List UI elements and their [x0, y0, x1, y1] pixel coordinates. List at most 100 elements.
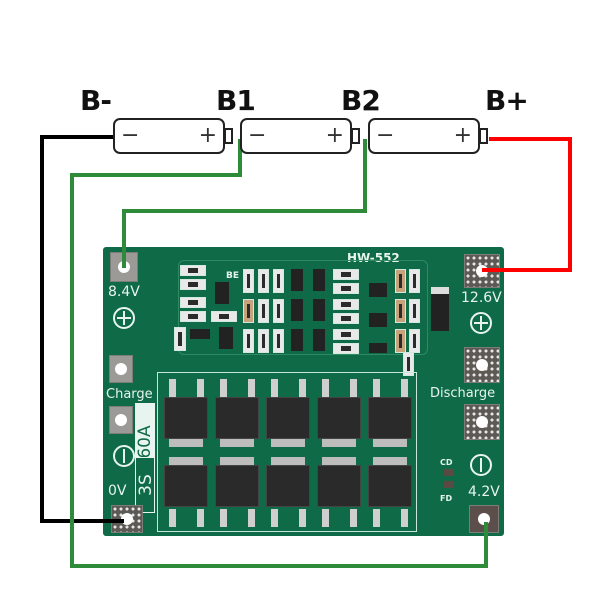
positive-symbol: + [198, 123, 217, 148]
discharge-pad-positive[interactable] [464, 347, 500, 383]
smd-resistor [180, 279, 206, 290]
smd-resistor [243, 269, 254, 293]
smd-capacitor [243, 299, 254, 323]
smd-resistor [243, 329, 254, 353]
mosfet-row-bottom [161, 455, 412, 535]
mosfet-leg [401, 379, 408, 397]
mosfet-tab [271, 439, 305, 447]
mosfet-leg [169, 379, 176, 397]
mosfet [266, 397, 310, 439]
mosfet-tab [322, 439, 356, 447]
negative-symbol: − [248, 123, 267, 148]
smd-capacitor [395, 269, 406, 293]
indicator-led-fd [444, 481, 454, 488]
smd-resistor [258, 329, 269, 353]
terminal-label-b2: B2 [341, 84, 381, 117]
protection-ic [219, 327, 233, 349]
pad-label-8v4: 8.4V [108, 284, 140, 300]
smd-transistor [291, 299, 303, 321]
indicator-led-cd [444, 469, 454, 476]
smd-transistor [190, 329, 210, 339]
negative-symbol: − [121, 123, 140, 148]
charge-label: Charge [106, 387, 153, 402]
mosfet [368, 465, 412, 507]
smd-resistor [403, 352, 414, 376]
smd-resistor [211, 311, 237, 322]
mosfet-leg [373, 379, 380, 397]
smd-resistor [273, 329, 284, 353]
mosfet-leg [248, 509, 255, 527]
terminal-label-b1: B1 [216, 84, 256, 117]
mosfet-tab [373, 457, 407, 465]
charge-pad-positive[interactable] [109, 355, 133, 383]
pad-12v6[interactable] [464, 254, 500, 288]
mosfet-tab [220, 457, 254, 465]
smd-capacitor [395, 329, 406, 353]
diode [431, 287, 449, 331]
cell-2-terminal-nub [351, 128, 360, 144]
mosfet-array [157, 372, 417, 532]
mosfet [215, 465, 259, 507]
smd-resistor [409, 269, 420, 293]
smd-resistor [333, 299, 359, 310]
smd-resistor [180, 311, 206, 322]
wire-b1-4v2 [70, 139, 488, 568]
mosfet-tab [373, 439, 407, 447]
smd-transistor [313, 299, 325, 321]
cell-1-terminal-nub [224, 128, 233, 144]
charge-pad-negative[interactable] [109, 406, 133, 434]
mosfet-leg [197, 509, 204, 527]
smd-resistor [333, 329, 359, 340]
smd-transistor [369, 313, 387, 327]
mosfet [164, 465, 208, 507]
wire-b-plus-12v6 [482, 137, 572, 272]
mosfet-tab [169, 439, 203, 447]
mosfet [266, 465, 310, 507]
component-area [178, 260, 428, 355]
wire-b2-8v4 [122, 139, 367, 268]
smd-resistor [333, 283, 359, 294]
smd-resistor [409, 299, 420, 323]
positive-polarity-icon [113, 307, 135, 329]
pad-0v[interactable] [111, 505, 143, 533]
pad-label-0v: 0V [108, 483, 127, 499]
smd-resistor [258, 269, 269, 293]
mosfet-leg [350, 379, 357, 397]
smd-resistor [273, 269, 284, 293]
discharge-pad-negative[interactable] [464, 404, 500, 440]
mosfet [317, 465, 361, 507]
positive-symbol: + [453, 123, 472, 148]
negative-symbol: − [376, 123, 395, 148]
mosfet [317, 397, 361, 439]
smd-transistor [369, 343, 387, 353]
mosfet [368, 397, 412, 439]
pad-8v4[interactable] [110, 252, 138, 282]
mosfet-tab [322, 457, 356, 465]
mosfet-leg [350, 509, 357, 527]
mosfet-leg [322, 509, 329, 527]
mosfet-tab [169, 457, 203, 465]
smd-resistor [273, 299, 284, 323]
terminal-label-b-minus: B- [80, 84, 112, 117]
bms-board: HW-552 8.4V Charge 60A 3S 0V 12.6V Disch… [103, 247, 504, 536]
pad-label-12v6: 12.6V [461, 290, 502, 306]
pad-4v2[interactable] [469, 505, 499, 533]
wire-b-minus-0v [40, 135, 124, 523]
smd-resistor [174, 327, 186, 351]
mosfet-leg [373, 509, 380, 527]
smd-resistor [333, 313, 359, 324]
smd-transistor [313, 329, 325, 351]
mosfet-leg [299, 509, 306, 527]
mosfet-leg [220, 509, 227, 527]
ic-label: BE [226, 271, 240, 281]
mosfet-leg [169, 509, 176, 527]
mosfet-leg [271, 379, 278, 397]
terminal-label-b-plus: B+ [485, 84, 529, 117]
smd-capacitor [180, 265, 206, 276]
smd-transistor [291, 269, 303, 291]
mosfet-tab [271, 457, 305, 465]
smd-resistor [180, 297, 206, 308]
mosfet-row-top [161, 375, 412, 455]
smd-resistor [333, 269, 359, 280]
